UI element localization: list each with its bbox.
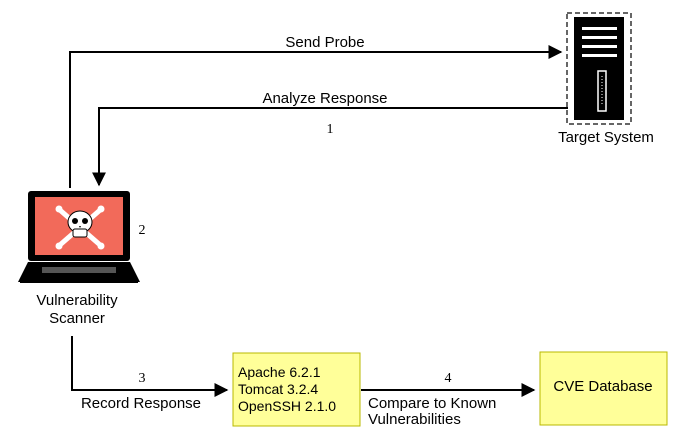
- compare-label-line2: Vulnerabilities: [368, 411, 461, 428]
- compare-label-line1: Compare to Known: [368, 395, 496, 412]
- send-probe-label: Send Probe: [285, 34, 364, 51]
- target-system-label: Target System: [558, 129, 654, 146]
- software-versions-box: [232, 352, 361, 427]
- analyze-response-arrow: [92, 107, 568, 187]
- scanner-label-line2: Scanner: [49, 310, 105, 327]
- cve-database-box: [539, 351, 668, 426]
- step-number-1: 1: [327, 122, 334, 137]
- step-number-3: 3: [139, 371, 146, 386]
- step-number-2: 2: [139, 223, 146, 238]
- analyze-response-label: Analyze Response: [262, 90, 387, 107]
- record-response-label: Record Response: [81, 395, 201, 412]
- send-probe-arrow: [69, 45, 563, 188]
- skull-crossbones-icon: [55, 205, 105, 250]
- software-openssh: OpenSSH 2.1.0: [238, 398, 336, 414]
- software-tomcat: Tomcat 3.2.4: [238, 381, 318, 397]
- cve-database-label: CVE Database: [553, 378, 652, 395]
- record-response-arrow: [71, 336, 229, 397]
- software-apache: Apache 6.2.1: [238, 364, 321, 380]
- scanner-label-line1: Vulnerability: [36, 292, 118, 309]
- step-number-4: 4: [445, 371, 452, 386]
- server-icon: [566, 12, 632, 125]
